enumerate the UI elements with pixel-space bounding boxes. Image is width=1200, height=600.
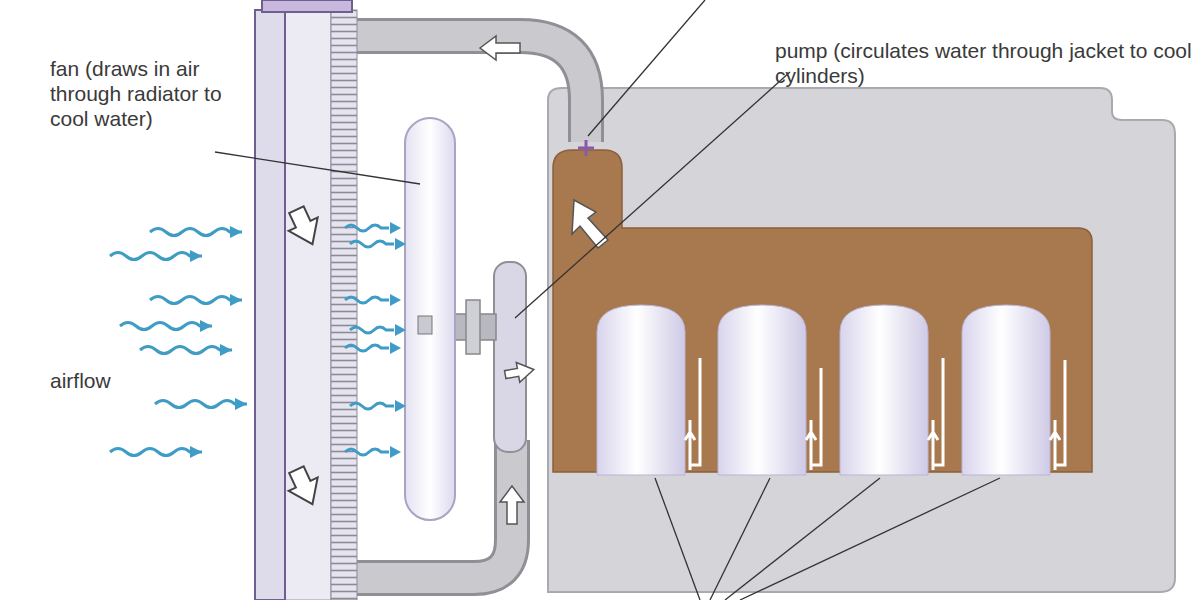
leader-lines [215, 0, 1000, 600]
callout-label: fan (draws in air through radiator to co… [50, 56, 250, 131]
callout-label: pump (circulates water through jacket to… [775, 38, 1195, 88]
airflow-arrows [345, 222, 406, 458]
callout-label: airflow [50, 368, 170, 393]
fan [405, 118, 455, 520]
cylinders [597, 305, 1050, 475]
radiator [255, 0, 357, 600]
engine-block [548, 88, 1175, 592]
jacket-flow-arrows [685, 358, 1065, 470]
top-hose [350, 36, 594, 156]
airflow-arrows [110, 226, 247, 458]
flow-arrow [572, 200, 608, 248]
